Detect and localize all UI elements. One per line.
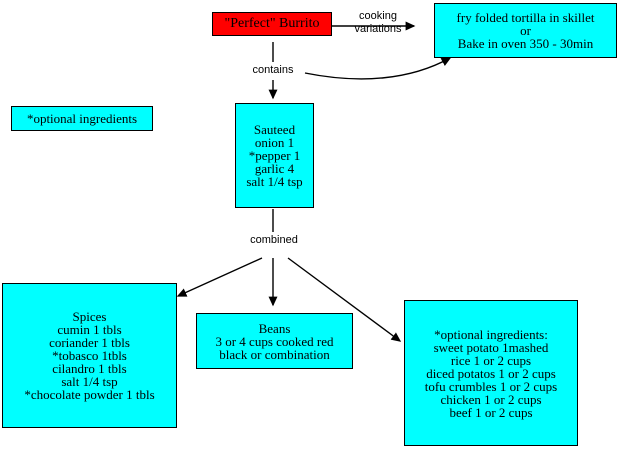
node-optional-ingredients-line-2: sweet potato 1mashed — [433, 339, 549, 355]
node-optional-legend[interactable]: *optional ingredients — [11, 106, 153, 131]
node-sauteed-line-5: salt 1/4 tsp — [246, 174, 303, 189]
edge-combined-to-optional — [287, 257, 402, 342]
node-optional-ingredients-line-7: beef 1 or 2 cups — [449, 404, 533, 420]
edge-label-contains: contains — [244, 64, 302, 77]
node-beans-line-1: Beans — [258, 320, 291, 336]
node-optional-ingredients-line-1: *optional ingredients: — [434, 326, 548, 342]
edge-combined-to-spices — [176, 257, 263, 297]
node-sauteed-line-3: *pepper 1 — [248, 148, 301, 163]
edge-label-combined-line-1: combined — [250, 234, 298, 246]
node-optional-ingredients-line-6: chicken 1 or 2 cups — [440, 391, 542, 407]
node-optional-ingredients[interactable]: *optional ingredients: sweet potato 1mas… — [404, 300, 578, 446]
node-beans-line-3: black or combination — [219, 346, 330, 362]
node-perfect-burrito-line-1: "Perfect" Burrito — [224, 16, 320, 31]
node-cooking-methods-line-3: Bake in oven 350 - 30min — [457, 36, 594, 51]
edge-label-cooking-variations: cooking variations — [344, 10, 412, 35]
node-sauteed-line-4: garlic 4 — [254, 161, 295, 176]
node-spices[interactable]: Spices cumin 1 tbls coriander 1 tbls *to… — [2, 283, 177, 428]
node-spices-line-4: *tobasco 1tbls — [52, 348, 127, 363]
node-sauteed-line-1: Sauteed — [253, 122, 296, 137]
node-spices-line-6: salt 1/4 tsp — [61, 374, 118, 389]
node-beans-line-2: 3 or 4 cups cooked red — [215, 333, 334, 349]
node-optional-ingredients-line-5: tofu crumbles 1 or 2 cups — [424, 378, 558, 394]
node-spices-line-5: cilandro 1 tbls — [52, 361, 127, 376]
node-optional-ingredients-line-4: diced potatos 1 or 2 cups — [426, 365, 556, 381]
edge-label-cooking-variations-line-1: cooking — [359, 10, 397, 22]
edge-contains-to-cooking-curve — [304, 57, 452, 80]
node-cooking-methods[interactable]: fry folded tortilla in skillet or Bake i… — [434, 3, 617, 58]
node-spices-line-3: coriander 1 tbls — [49, 335, 130, 350]
node-sauteed-line-2: onion 1 — [254, 135, 295, 150]
node-perfect-burrito[interactable]: "Perfect" Burrito — [212, 12, 332, 36]
node-beans[interactable]: Beans 3 or 4 cups cooked red black or co… — [196, 313, 353, 369]
node-optional-ingredients-line-3: rice 1 or 2 cups — [450, 352, 532, 368]
node-cooking-methods-line-1: fry folded tortilla in skillet — [456, 10, 595, 25]
node-spices-line-1: Spices — [72, 309, 107, 324]
node-cooking-methods-line-2: or — [520, 23, 531, 38]
edge-label-combined: combined — [243, 234, 305, 247]
node-spices-line-2: cumin 1 tbls — [57, 322, 122, 337]
edge-label-cooking-variations-line-2: variations — [354, 22, 402, 35]
edge-label-contains-line-1: contains — [252, 64, 294, 76]
node-optional-legend-line-1: *optional ingredients — [26, 111, 138, 126]
node-sauteed[interactable]: Sauteed onion 1 *pepper 1 garlic 4 salt … — [235, 103, 314, 208]
node-spices-line-7: *chocolate powder 1 tbls — [24, 387, 155, 402]
